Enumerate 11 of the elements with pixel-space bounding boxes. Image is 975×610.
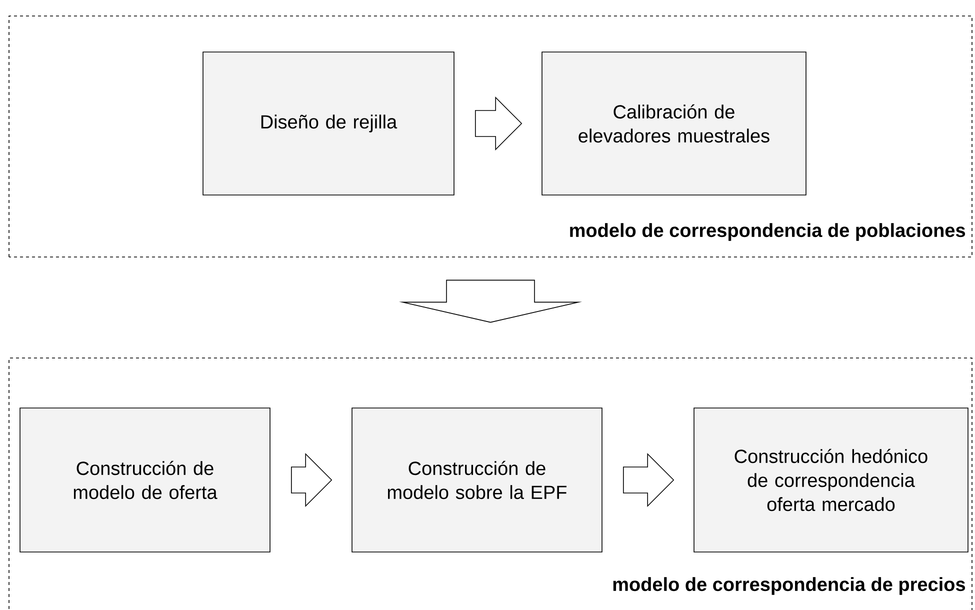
process-box: Construcción de modelo de oferta [20, 408, 270, 552]
block-arrow [475, 96, 522, 150]
group-heading: modelo de correspondencia de precios [613, 577, 966, 595]
process-box: Diseño de rejilla [202, 52, 454, 196]
group-heading: modelo de correspondencia de poblaciones [570, 223, 966, 241]
block-arrow [398, 280, 582, 323]
process-box: Calibración de elevadores muestrales [542, 52, 806, 196]
block-arrow [623, 453, 674, 507]
process-box: Construcción de modelo sobre la EPF [352, 408, 602, 552]
block-arrow [291, 453, 332, 507]
process-box: Construcción hedónico de correspondencia oferta mercado [694, 408, 968, 552]
